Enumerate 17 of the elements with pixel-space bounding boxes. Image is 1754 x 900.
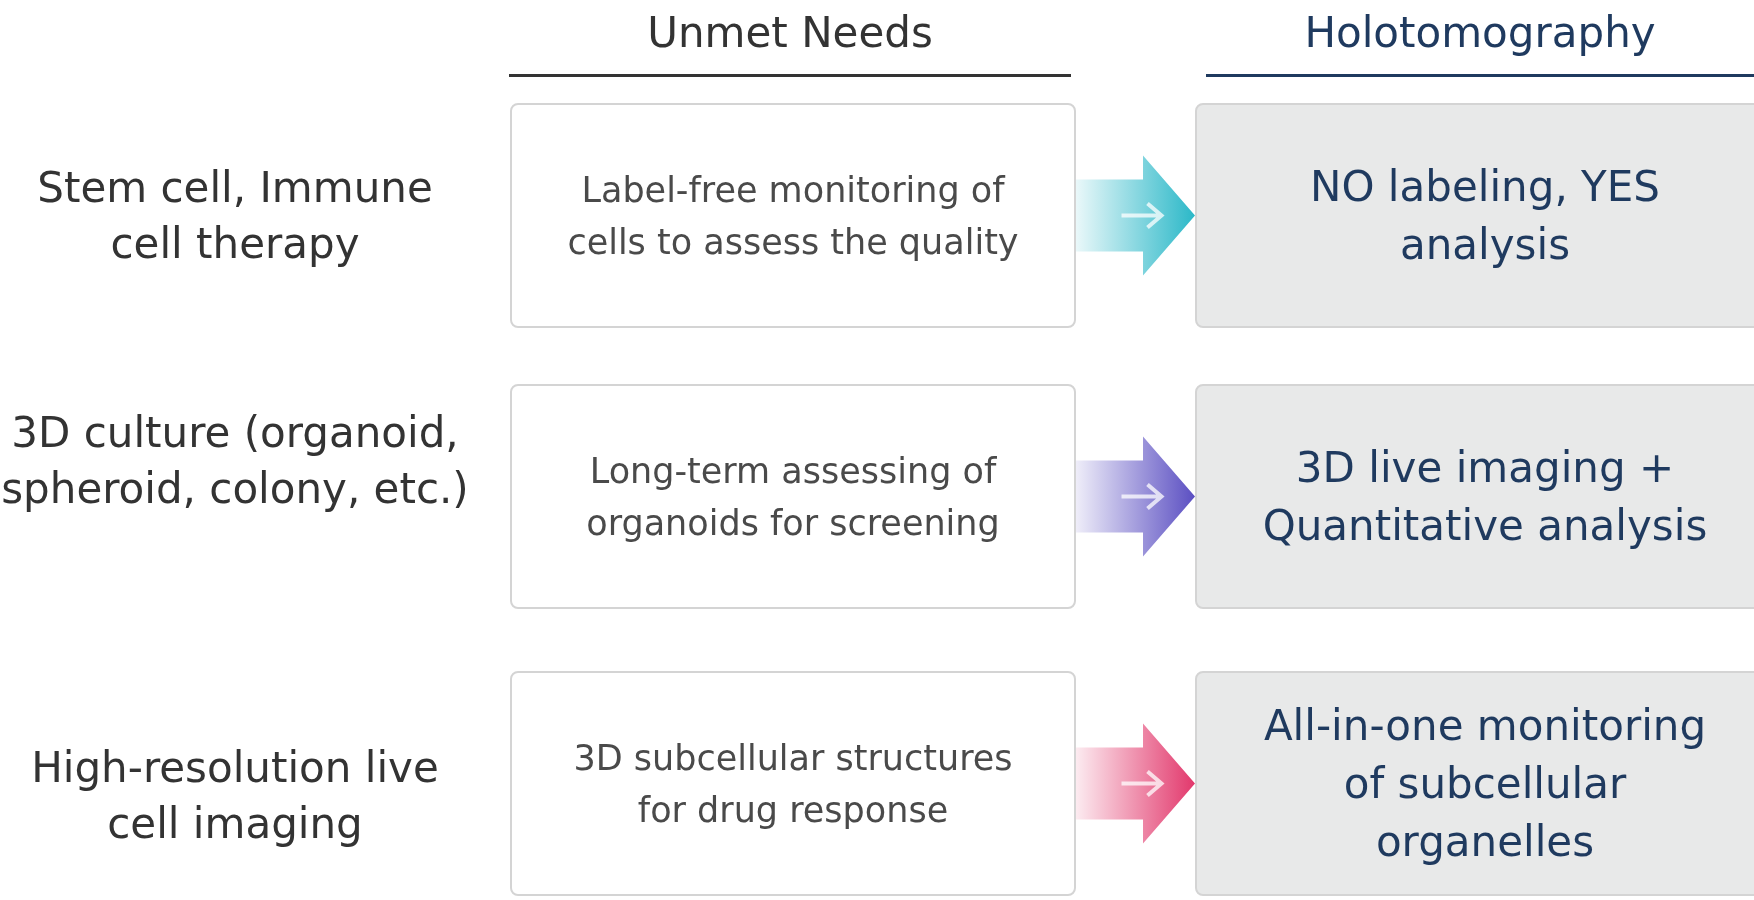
solution-box-text: All-in-one monitoring of subcellular organelles — [1262, 699, 1708, 868]
need-box-text: Label-free monitoring of cells to assess the quality — [566, 168, 1020, 264]
solution-box — [1195, 384, 1754, 609]
need-box-text: Long-term assessing of organoids for screening — [585, 449, 1001, 545]
need-box — [510, 103, 1076, 328]
row-label: 3D culture (organoid, spheroid, colony, etc.) — [0, 407, 470, 515]
solution-box-text: 3D live imaging + Quantitative analysis — [1261, 441, 1709, 552]
need-box — [510, 671, 1076, 896]
solution-box-text: NO labeling, YES analysis — [1309, 160, 1661, 271]
column-heading: Holotomography — [1303, 8, 1657, 57]
row-label: Stem cell, Immune cell therapy — [36, 162, 434, 270]
need-box-text: 3D subcellular structures for drug response — [572, 736, 1014, 832]
column-heading: Unmet Needs — [646, 8, 934, 57]
row-label: High-resolution live cell imaging — [30, 742, 440, 850]
solution-box — [1195, 103, 1754, 328]
need-box — [510, 384, 1076, 609]
solution-box — [1195, 671, 1754, 896]
